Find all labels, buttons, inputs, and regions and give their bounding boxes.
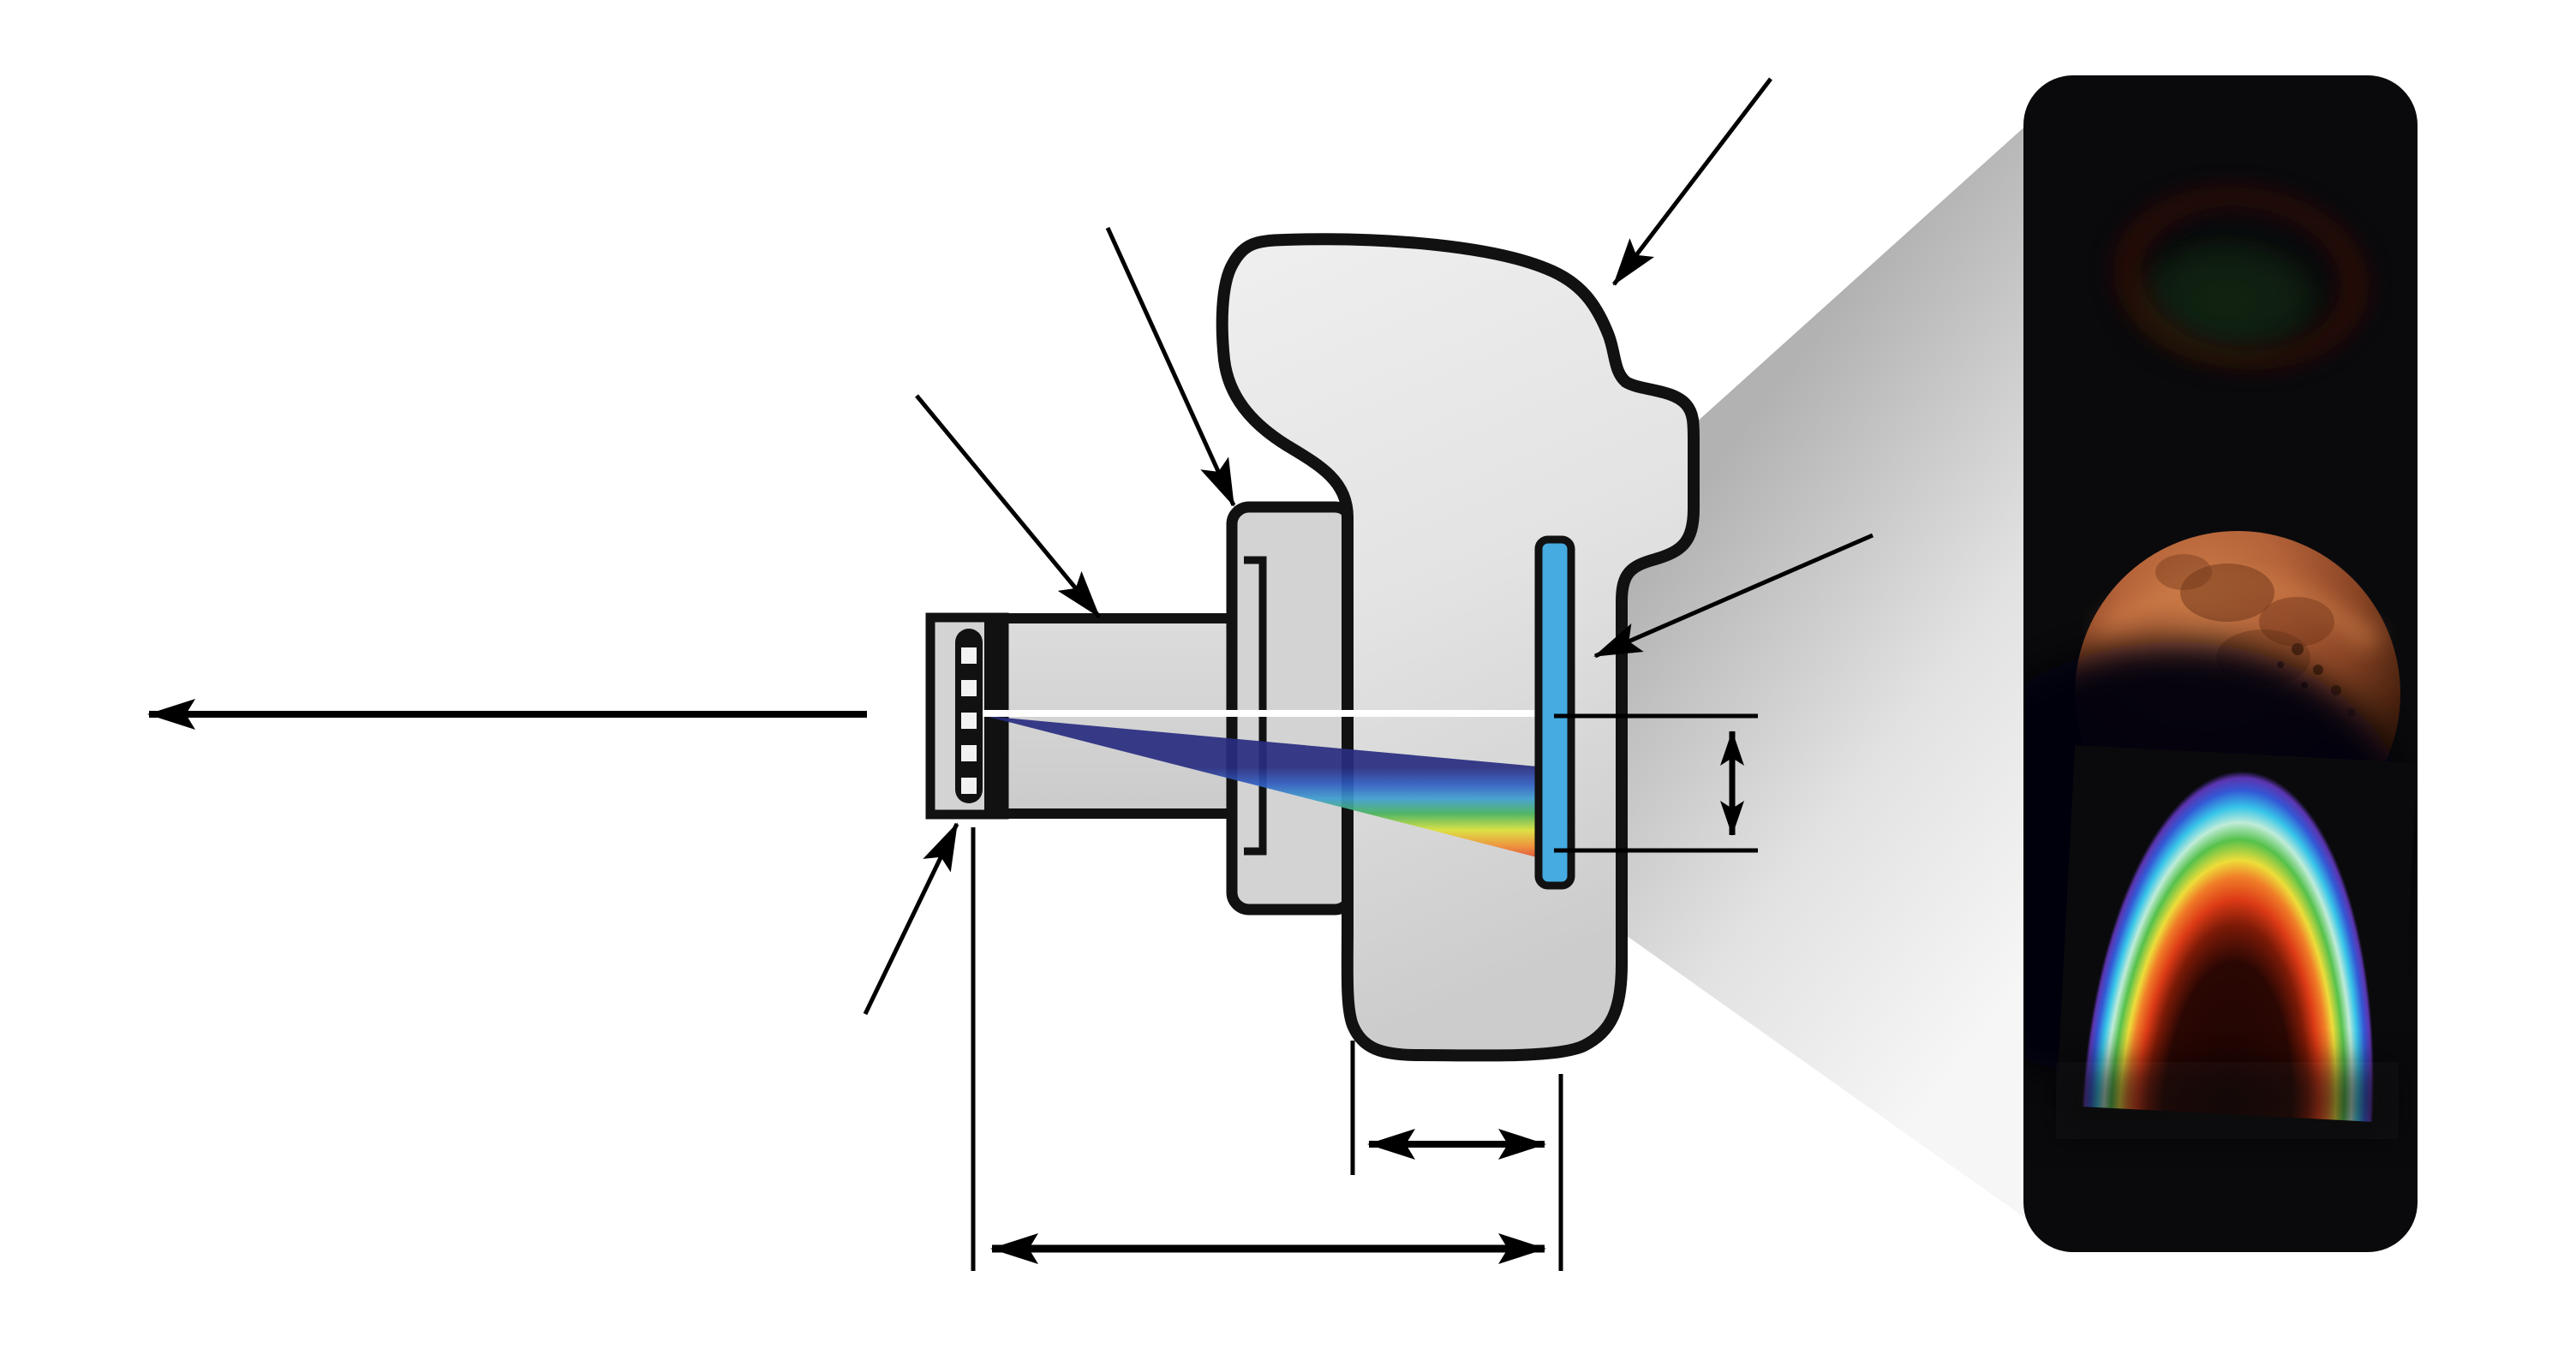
moon-first-order-spectrum	[2056, 745, 2418, 1139]
faint-second-spectrum	[2102, 179, 2380, 378]
sensor	[1534, 535, 1575, 890]
diffraction-grating	[925, 612, 1009, 820]
tube-pointer	[915, 394, 1101, 618]
sensor-offset-dimension	[1554, 713, 1758, 853]
spectrum-beam	[985, 716, 1547, 860]
image-panel	[2023, 75, 2418, 1252]
bottom-dimensions	[971, 827, 1563, 1271]
sensor-pointer	[1593, 533, 1874, 659]
grating-slits	[961, 647, 977, 794]
mount-inner-step	[1244, 556, 1267, 856]
mount-block	[1226, 501, 1358, 916]
mount-pointer	[1105, 226, 1236, 507]
zero-order-ray	[983, 710, 1547, 717]
projection-cone	[1609, 83, 2073, 1252]
pointer-arrows	[863, 77, 1874, 1016]
camera-pointer	[1612, 77, 1772, 286]
grating-pointer	[863, 822, 959, 1016]
